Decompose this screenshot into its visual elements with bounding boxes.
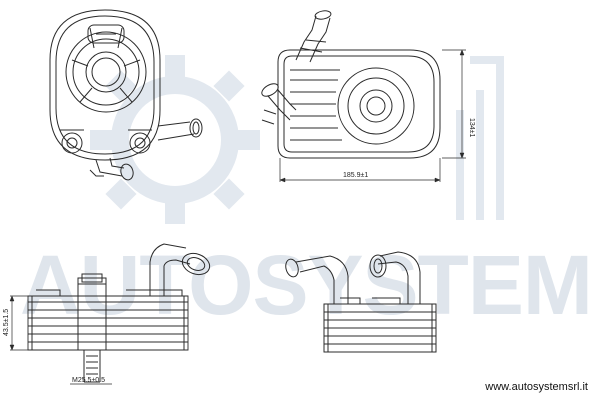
front-view xyxy=(49,9,203,181)
dim-height-front: 43.5±1.5 xyxy=(3,309,10,336)
dim-height-side: 134±1 xyxy=(468,118,475,138)
bottom-left-view xyxy=(9,243,211,385)
watermark-brand-text: AUTOSYSTEM xyxy=(20,238,593,332)
dim-thread: M25.5±0.5 xyxy=(72,377,105,384)
dim-width-side: 185.9±1 xyxy=(343,172,368,179)
bottom-right-view xyxy=(285,251,437,353)
website-url: www.autosystemsrl.it xyxy=(485,381,588,393)
side-view xyxy=(261,10,466,183)
